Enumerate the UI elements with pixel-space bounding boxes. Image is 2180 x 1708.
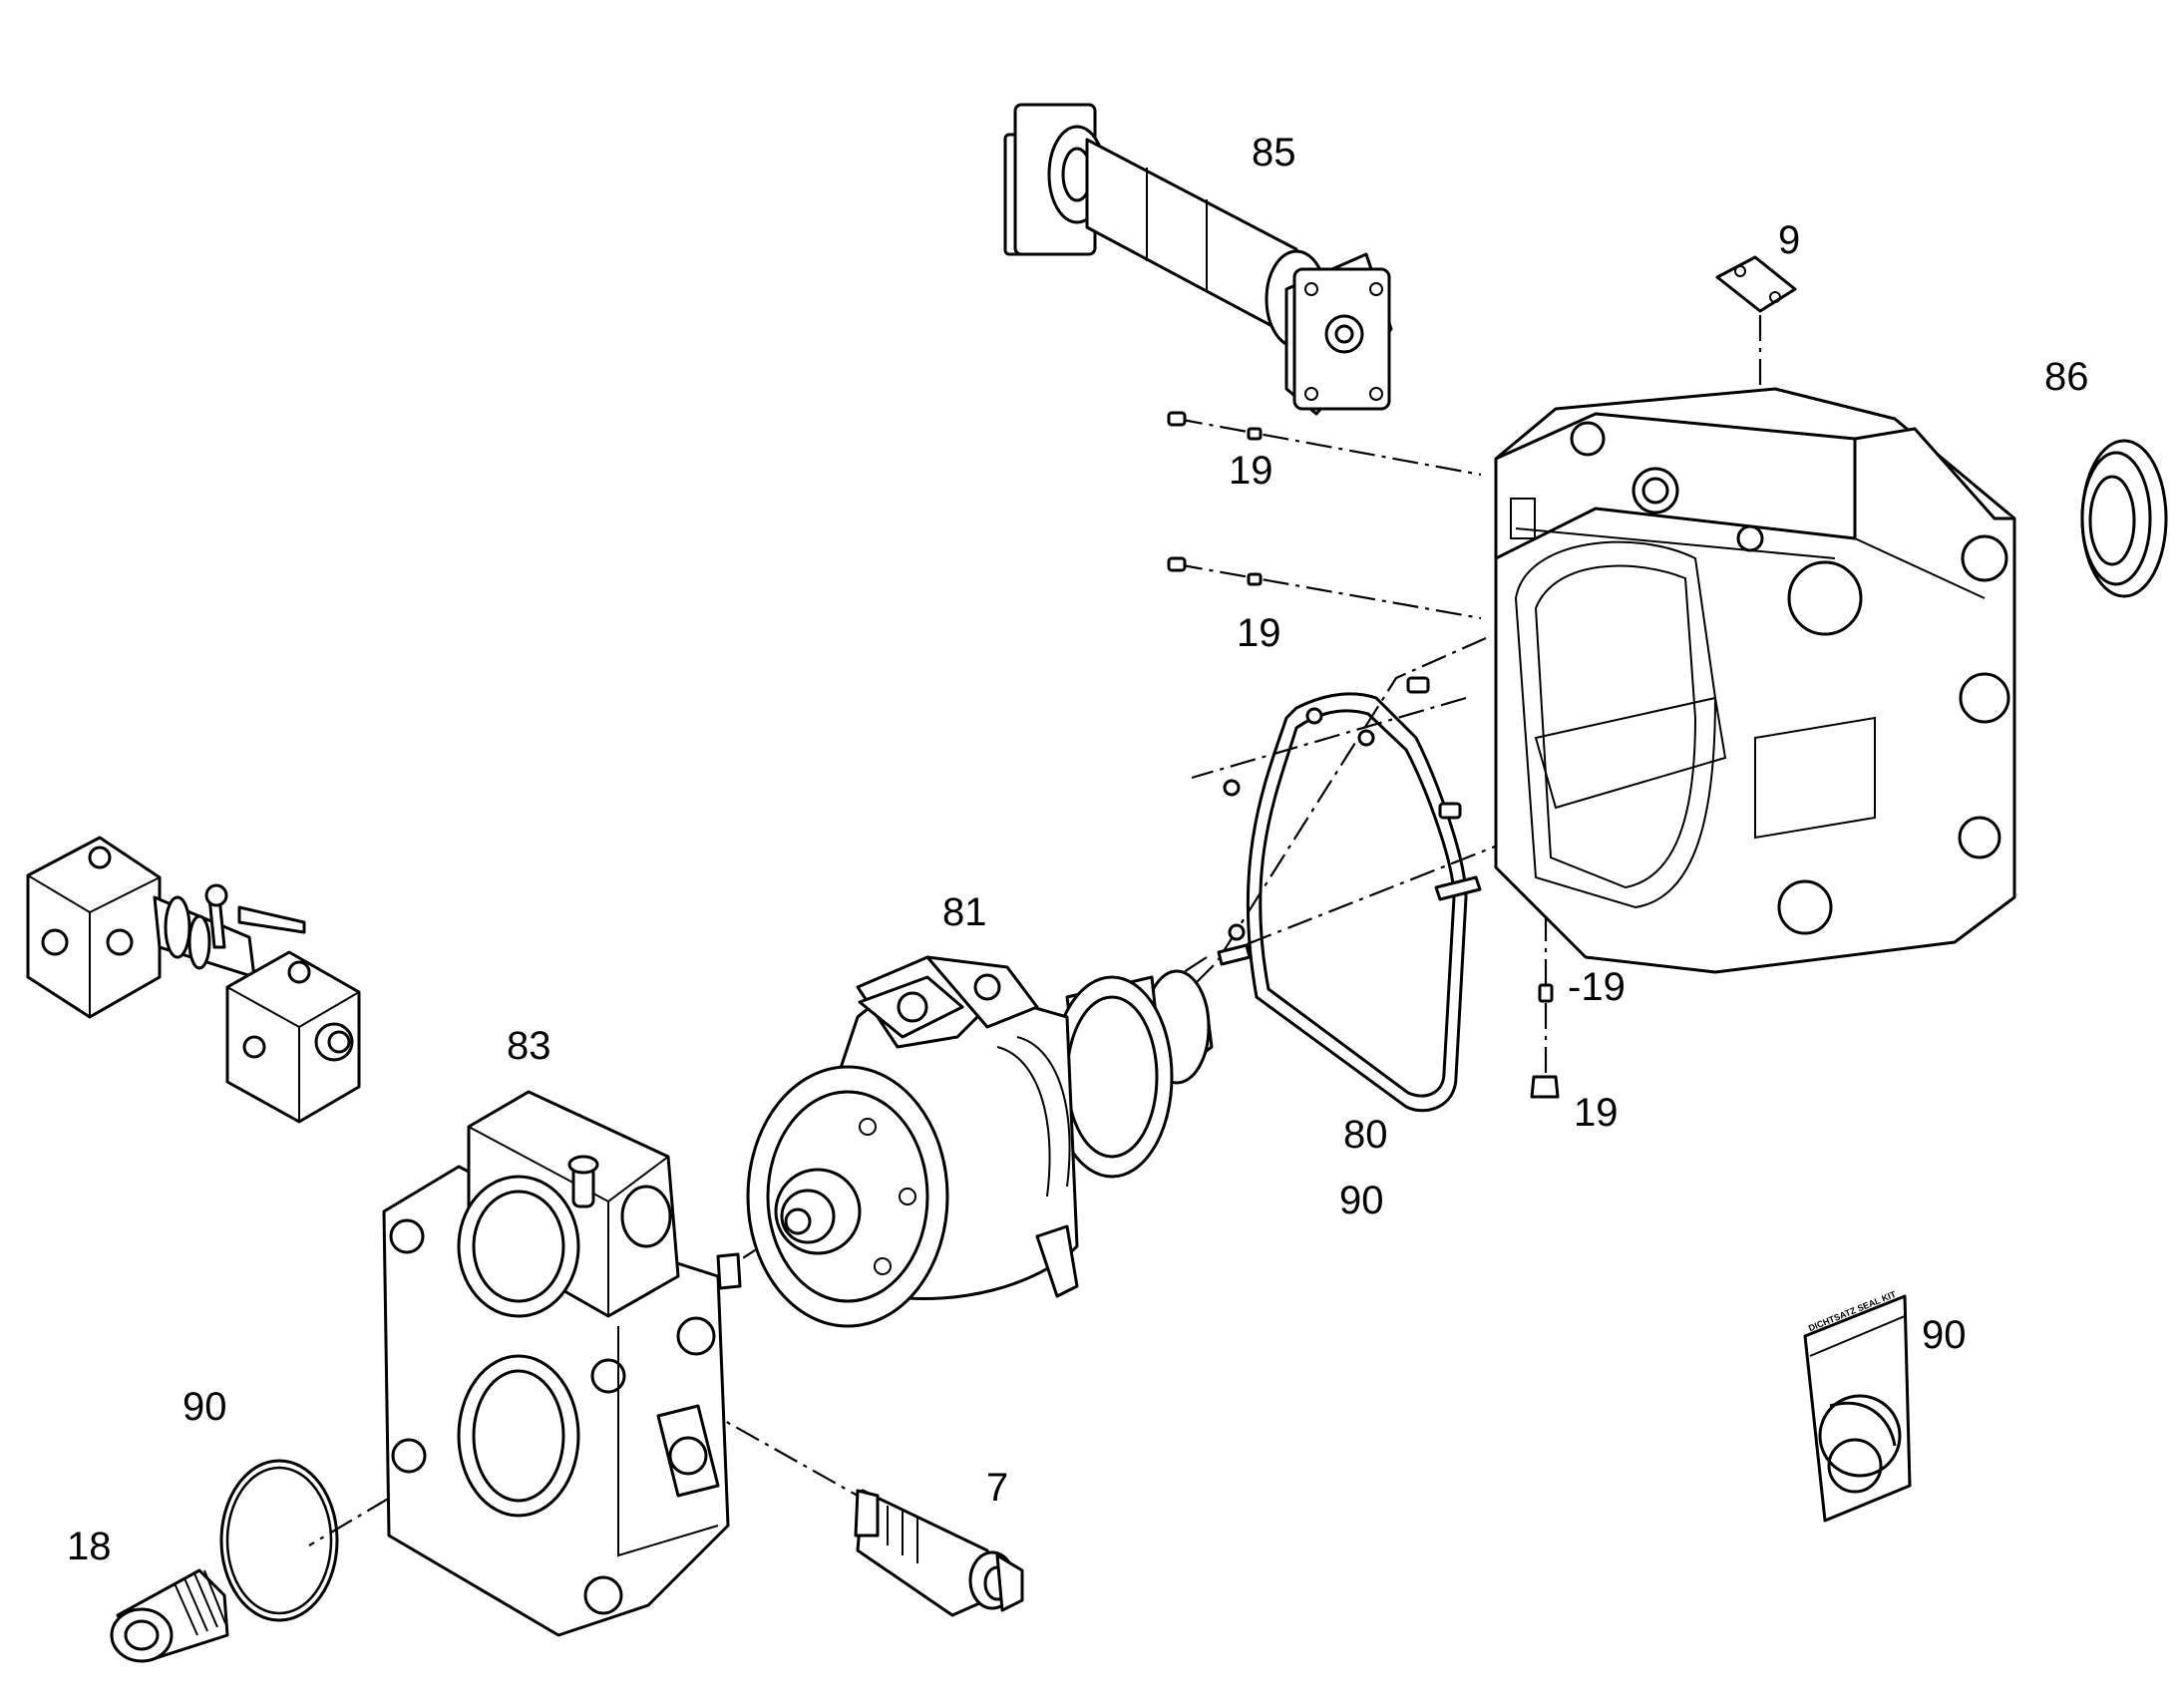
part-9-cover-plate — [1715, 255, 1797, 313]
part-7-valve-cartridge — [854, 1489, 1024, 1617]
pump-housing — [1494, 387, 2016, 974]
callout-86: 86 — [2044, 355, 2089, 399]
callout-85: 85 — [1252, 131, 1296, 174]
callout-90-center: 90 — [1339, 1179, 1384, 1222]
part-80-gasket — [1223, 692, 1468, 1113]
callout-90-right: 90 — [1922, 1313, 1967, 1357]
callout-19-middle: 19 — [1237, 611, 1281, 655]
part-85-drive-shaft — [1003, 103, 1393, 416]
part-83-port-plate — [382, 1090, 742, 1637]
control-valve-assembly — [26, 836, 361, 1124]
part-86-shaft-seal — [2080, 439, 2168, 598]
callout-81: 81 — [942, 890, 987, 934]
callout-18: 18 — [67, 1525, 112, 1568]
part-18-threaded-plug — [110, 1568, 229, 1663]
part-19-plugs — [1167, 411, 1560, 1099]
callout-19-lower: 19 — [1574, 1091, 1619, 1135]
callout-83: 83 — [507, 1024, 551, 1068]
callout-19-upper: 19 — [1229, 449, 1273, 493]
callout-19-right: -19 — [1568, 965, 1626, 1009]
part-81-rotary-group — [746, 955, 1214, 1328]
callout-7: 7 — [986, 1466, 1009, 1510]
callout-9: 9 — [1778, 218, 1801, 262]
part-90-seal-kit-bag — [1803, 1294, 1912, 1523]
callout-90-left: 90 — [182, 1385, 227, 1429]
part-90-o-ring — [219, 1459, 339, 1622]
callout-80: 80 — [1343, 1113, 1388, 1157]
